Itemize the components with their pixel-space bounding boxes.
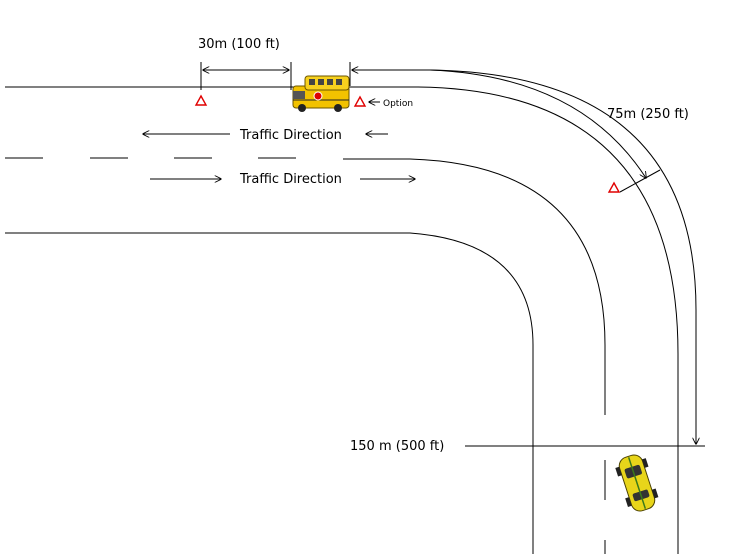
- dim-150m-arrow: [352, 69, 696, 444]
- option-label: Option: [383, 99, 413, 109]
- warning-triangle-icon: [194, 94, 208, 106]
- road-center-curve: [343, 158, 606, 415]
- traffic-direction-lower: Traffic Direction: [239, 172, 342, 187]
- warning-triangle-icon: [607, 181, 621, 193]
- short-distance-label: 30m (100 ft): [198, 37, 280, 52]
- long-distance-label: 150 m (500 ft): [350, 439, 444, 454]
- curve-distance-label: 75m (250 ft): [607, 107, 689, 122]
- school-bus-icon: [292, 75, 350, 112]
- road-inner-edge: [5, 232, 534, 554]
- dim-75m-arrow: [352, 70, 646, 178]
- dim-75m-tick-end: [619, 169, 661, 193]
- car-icon: [615, 454, 659, 512]
- traffic-direction-upper: Traffic Direction: [239, 128, 342, 143]
- warning-triangle-icon: [353, 95, 367, 107]
- center-dashed-line: [5, 157, 606, 554]
